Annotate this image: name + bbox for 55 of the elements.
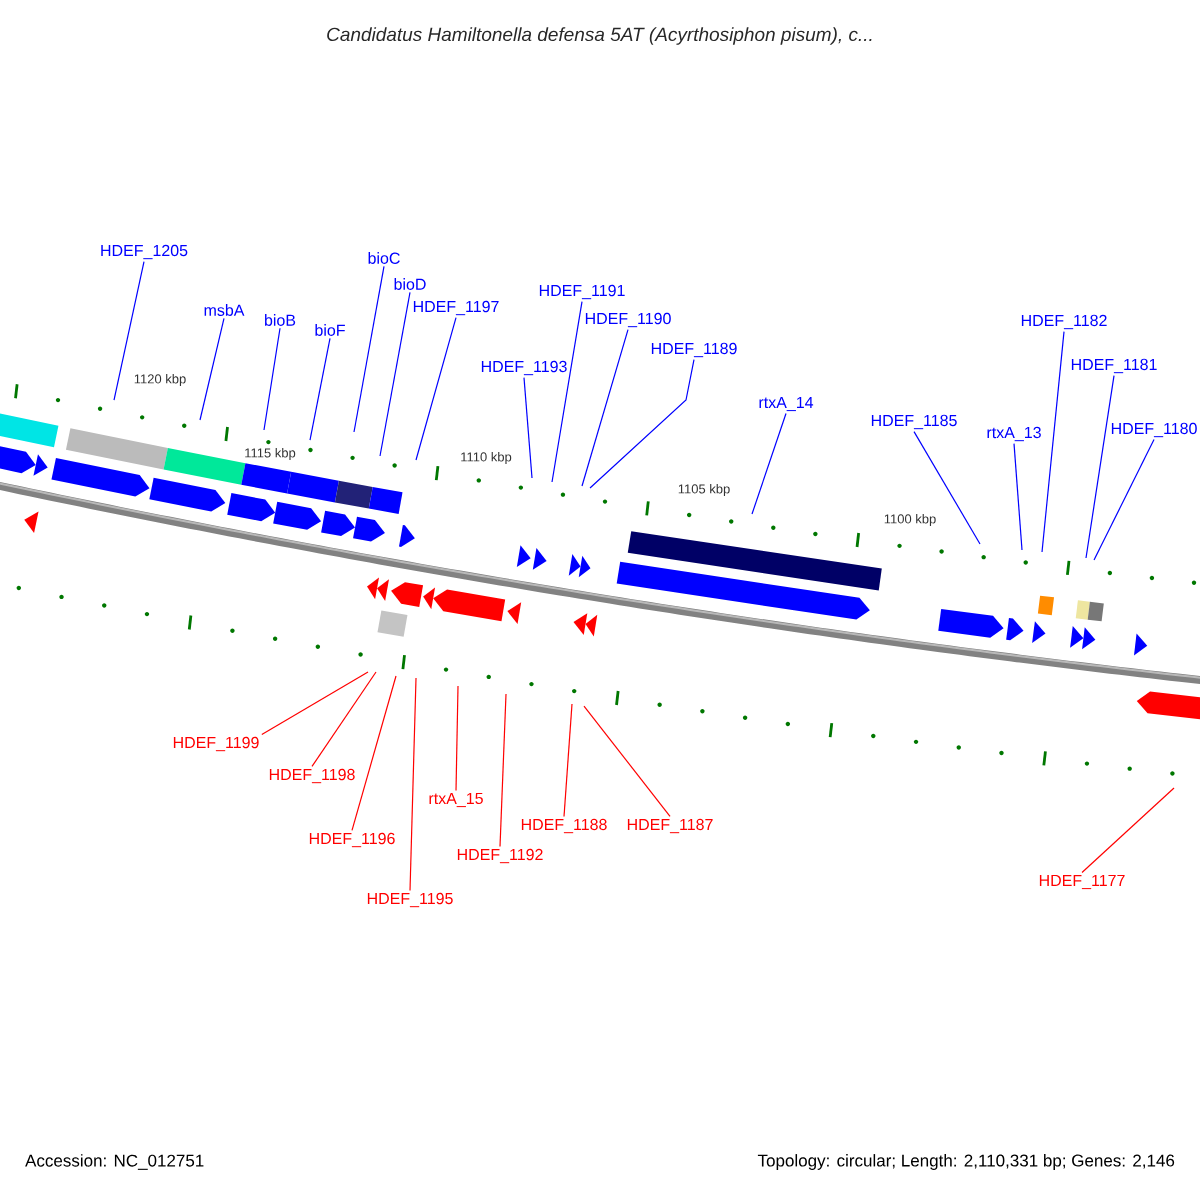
gene-label: HDEF_1196 (309, 832, 395, 848)
gene-label: bioB (265, 314, 296, 326)
leader-line (353, 265, 385, 433)
gene-label: HDEF_1189 (651, 342, 737, 358)
title: Candidatus Hamiltonella defensa 5AT (Acyrthosiphon pisum), c... (327, 27, 872, 45)
accession-text: Accession: NC_012751 (25, 1154, 204, 1170)
leader-line (261, 671, 369, 736)
leader-line (1093, 439, 1155, 561)
leader-line (581, 328, 629, 487)
gene-label: HDEF_1180 (1111, 422, 1197, 438)
leader-line (583, 705, 671, 818)
leader-line (263, 327, 281, 431)
gene-label: HDEF_1182 (1021, 314, 1107, 330)
gene-label: HDEF_1197 (413, 300, 499, 316)
genome-info-text: Topology: circular; Length: 2,110,331 bp; Genes: 2,146 (757, 1154, 1175, 1170)
leader-line (309, 337, 331, 441)
gene-label: HDEF_1199 (173, 736, 259, 752)
gene-label: HDEF_1181 (1071, 358, 1157, 374)
leader-line (415, 316, 457, 461)
leader-line (551, 300, 583, 483)
gene-label: bioC (368, 252, 400, 264)
leader-line (455, 685, 459, 792)
gene-label: HDEF_1190 (585, 312, 671, 328)
gene-label: bioD (394, 278, 426, 290)
gene-label: rtxA_13 (987, 426, 1041, 442)
gene-label: HDEF_1191 (539, 284, 625, 300)
leader-line (351, 675, 397, 832)
leader-line (199, 317, 225, 421)
gene-label: rtxA_15 (429, 792, 483, 808)
gene-label: HDEF_1185 (871, 414, 957, 430)
leader-line (379, 291, 411, 457)
gene-label: HDEF_1192 (457, 848, 543, 864)
gene-label: HDEF_1187 (627, 818, 713, 834)
leader-line (589, 358, 695, 489)
leader-line (1081, 787, 1175, 874)
leader-line (1085, 374, 1115, 559)
leader-line (409, 677, 417, 892)
leader-line (751, 412, 787, 515)
leader-line (113, 261, 145, 401)
leader-line (499, 693, 507, 848)
leader-line (1041, 330, 1065, 553)
leader-line (311, 671, 377, 768)
gene-label: rtxA_14 (759, 396, 814, 412)
gene-label: msbA (204, 304, 245, 316)
gene-label: HDEF_1188 (521, 818, 607, 834)
gene-label: HDEF_1193 (481, 360, 567, 376)
gene-label: HDEF_1198 (269, 768, 355, 784)
gene-label: HDEF_1205 (101, 244, 188, 260)
leader-line (913, 431, 981, 545)
leader-line (1013, 443, 1023, 551)
gene-label: bioF (315, 324, 345, 336)
leader-line (563, 703, 573, 818)
leader-line (523, 376, 533, 479)
gene-label: HDEF_1195 (367, 892, 453, 908)
gene-label: HDEF_1177 (1039, 874, 1125, 890)
